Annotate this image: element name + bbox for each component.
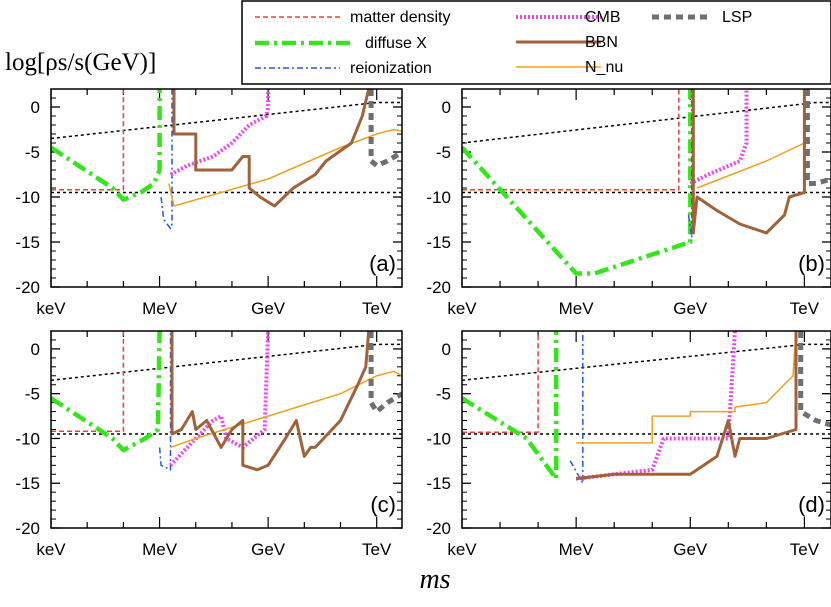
x-tick-label: GeV	[673, 540, 708, 559]
panel-label: (c)	[370, 492, 396, 517]
x-tick-label: MeV	[142, 299, 178, 318]
series-line-cmb	[169, 89, 271, 177]
y-tick-label: -15	[15, 474, 40, 493]
legend-label-bbn: BBN	[585, 34, 618, 51]
y-tick-label: -5	[436, 385, 451, 404]
x-tick-label: TeV	[790, 299, 820, 318]
series-line-nnu	[170, 370, 402, 449]
x-tick-label: GeV	[251, 540, 286, 559]
series-line-upper	[462, 101, 831, 144]
legend-label-nnu: N_nu	[585, 59, 623, 76]
series-line-lsp	[368, 89, 402, 168]
x-tick-label: keV	[36, 540, 66, 559]
x-tick-label: TeV	[362, 540, 392, 559]
x-tick-label: keV	[447, 540, 477, 559]
legend-label-lsp: LSP	[722, 9, 752, 26]
y-tick-label: 0	[31, 98, 40, 117]
panel-4: 0 -5 -10 -15 -20 keV MeV GeV TeV (d)	[426, 330, 831, 559]
x-tick-label: GeV	[673, 299, 708, 318]
x-tick-label: MeV	[559, 299, 595, 318]
series-line-reion	[160, 89, 173, 230]
y-tick-label: -5	[25, 385, 40, 404]
x-tick-label: MeV	[142, 540, 178, 559]
panel-2: 0 -5 -10 -15 -20 keV MeV GeV TeV (b)	[426, 88, 831, 318]
x-tick-label: TeV	[790, 540, 820, 559]
series-line-diffuse	[462, 331, 559, 482]
x-tick-label: keV	[447, 299, 477, 318]
y-tick-label: -20	[15, 278, 40, 297]
y-tick-label: -10	[426, 188, 451, 207]
series-line-diffuse	[51, 89, 162, 202]
series-line-bbn	[172, 89, 371, 208]
y-tick-label: 0	[442, 98, 451, 117]
plot-frame	[50, 330, 403, 529]
plot-frame	[461, 88, 831, 288]
y-axis-label: log[ρs/s(GeV)]	[5, 49, 156, 76]
y-tick-label: -20	[426, 519, 451, 538]
y-tick-label: -10	[15, 429, 40, 448]
legend: matter density diffuse X reionization CMB BB…	[241, 0, 831, 85]
plot-frame	[461, 330, 831, 529]
series-line-diffuse	[462, 89, 693, 276]
series-line-nnu	[576, 331, 797, 444]
panel-label: (a)	[369, 251, 396, 276]
series-line-lsp	[804, 89, 831, 186]
x-axis-label: ms	[419, 564, 450, 595]
y-tick-label: -15	[426, 474, 451, 493]
series-line-upper	[51, 101, 402, 140]
series-line-upper	[462, 343, 831, 382]
panel-1: 0 -5 -10 -15 -20 keV MeV GeV TeV (a)	[15, 88, 403, 318]
x-tick-label: MeV	[559, 540, 595, 559]
series-line-reion	[158, 331, 172, 471]
series-line-lsp	[798, 331, 831, 428]
series-line-diffuse	[51, 331, 162, 453]
series-line-cmb	[689, 89, 749, 186]
series-line-matter	[462, 89, 680, 191]
y-tick-label: -20	[426, 278, 451, 297]
panel-label: (b)	[798, 251, 825, 276]
panel-3: 0 -5 -10 -15 -20 keV MeV GeV TeV (c)	[15, 330, 403, 559]
series-line-bbn	[170, 331, 371, 472]
y-tick-label: -10	[15, 188, 40, 207]
legend-label-matter: matter density	[350, 9, 450, 26]
plot-frame	[50, 88, 403, 288]
series-line-nnu	[168, 128, 402, 207]
y-tick-label: -20	[15, 519, 40, 538]
series-line-reion	[687, 89, 693, 239]
series-line-matter	[51, 331, 125, 433]
series-line-upper	[51, 343, 402, 382]
series-line-reion	[569, 331, 584, 484]
series-line-matter	[462, 331, 539, 433]
y-tick-label: -5	[25, 143, 40, 162]
y-tick-label: -10	[426, 429, 451, 448]
legend-label-diffuse: diffuse X	[365, 35, 427, 52]
legend-label-cmb: CMB	[585, 9, 621, 26]
y-tick-label: 0	[442, 340, 451, 359]
y-tick-label: 0	[31, 340, 40, 359]
x-tick-label: keV	[36, 299, 66, 318]
y-tick-label: -5	[436, 143, 451, 162]
panel-label: (d)	[798, 492, 825, 517]
series-line-bbn	[691, 89, 806, 235]
legend-label-reion: reionization	[350, 60, 432, 77]
x-tick-label: TeV	[362, 299, 392, 318]
series-line-cmb	[575, 331, 737, 481]
series-line-matter	[51, 89, 125, 191]
y-tick-label: -15	[15, 233, 40, 252]
y-tick-label: -15	[426, 233, 451, 252]
series-line-bbn	[575, 331, 798, 481]
x-tick-label: GeV	[251, 299, 286, 318]
series-line-lsp	[368, 331, 402, 415]
